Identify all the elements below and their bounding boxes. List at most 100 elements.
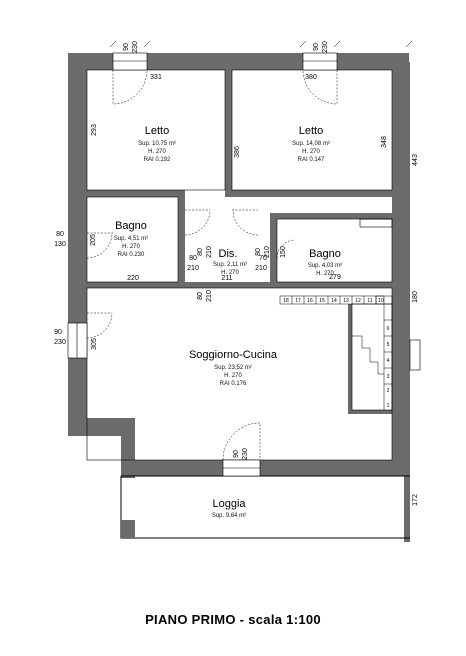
- stair-num: 16: [307, 298, 313, 304]
- wall-bagno1-right: [178, 190, 185, 282]
- dim-label: 70: [259, 255, 267, 262]
- wall-dis-right: [270, 213, 277, 283]
- dim-label: 210: [264, 246, 271, 258]
- stair-num: 13: [343, 298, 349, 304]
- room-rai: RAI 0.230: [118, 252, 145, 258]
- walls: [68, 53, 410, 542]
- stair-num: 17: [295, 298, 301, 304]
- wall-top-mid: [147, 53, 303, 70]
- dim-label: 210: [206, 290, 213, 302]
- wall-left-lower: [68, 358, 87, 424]
- stair-num: 4: [387, 358, 390, 364]
- dim-label: 230: [132, 41, 139, 53]
- dim-label: 90: [54, 329, 62, 336]
- wall-bagno1-bottom: [87, 282, 186, 288]
- dimension-ticks: [109, 40, 413, 48]
- wall-bedrooms-divider: [225, 70, 232, 192]
- room-name: Letto: [145, 125, 169, 137]
- dim-label: 305: [91, 338, 98, 350]
- room-area: Sup. 4,03 m²: [308, 263, 342, 269]
- stair-num: 1: [387, 403, 390, 409]
- room-bagno-2: Bagno Sup. 4,03 m² H. 270: [308, 248, 342, 277]
- dim-label: 180: [412, 291, 419, 303]
- dimensions: 90 230 90 230 331 380 293 386 348 443 80…: [54, 41, 419, 506]
- room-soggiorno-cucina: Soggiorno-Cucina Sup. 23,52 m² H. 270 RA…: [189, 349, 278, 387]
- wall-stair-left: [348, 304, 352, 414]
- stair-numbers-top: 18 17 16 15 14 13 12 11 10: [283, 298, 384, 304]
- dim-label: 80: [197, 248, 204, 256]
- wall-right-outer: [404, 62, 410, 542]
- room-letto-1: Letto Sup. 10,75 m² H. 270 RAI 0.192: [138, 125, 176, 163]
- dim-label: 90: [123, 43, 130, 51]
- room-dis: Dis. Sup. 2,11 m² H. 270: [213, 248, 247, 276]
- dim-label: 386: [234, 146, 241, 158]
- room-letto-2: Letto Sup. 14,08 m² H. 270 RAI 0.147: [292, 125, 330, 163]
- stair-num: 5: [387, 342, 390, 348]
- wall-under-bedroom-right: [225, 190, 392, 197]
- wall-stair-bottom: [348, 410, 392, 414]
- dim-label: 205: [90, 234, 97, 246]
- stair-num: 10: [378, 298, 384, 304]
- dim-label: 80: [255, 248, 262, 256]
- dim-label: 150: [280, 246, 287, 258]
- dim-label: 80: [189, 255, 197, 262]
- plan-caption: PIANO PRIMO - scala 1:100: [145, 612, 321, 627]
- stair-num: 15: [319, 298, 325, 304]
- loggia-outline: [120, 475, 410, 539]
- room-area: Sup. 14,08 m²: [292, 141, 330, 147]
- wall-step-left: [68, 418, 132, 436]
- dim-label: 230: [322, 41, 329, 53]
- room-name: Loggia: [212, 498, 246, 510]
- wall-dis-bottom: [186, 282, 270, 288]
- room-area: Sup. 4,51 m²: [114, 236, 148, 242]
- windows: [67, 52, 421, 477]
- wall-left-upper: [68, 53, 87, 323]
- room-bagno-1: Bagno Sup. 4,51 m² H. 270 RAI 0.230: [114, 220, 148, 258]
- wall-bagno2-top: [270, 213, 392, 219]
- room-name: Soggiorno-Cucina: [189, 349, 278, 361]
- wall-bagno2-bottom: [270, 282, 392, 288]
- dim-label: 130: [54, 241, 66, 248]
- wall-under-bedroom-left: [87, 190, 185, 197]
- room-height: H. 270: [221, 270, 239, 276]
- dim-label: 80: [56, 231, 64, 238]
- dim-label: 443: [412, 154, 419, 166]
- dim-label: 210: [187, 265, 199, 272]
- room-loggia: Loggia Sup. 9,64 m²: [212, 498, 247, 519]
- room-name: Bagno: [309, 248, 341, 260]
- dim-label: 230: [242, 448, 249, 460]
- stair-num: 11: [367, 298, 372, 304]
- stairs: [279, 295, 393, 410]
- dim-label: 90: [233, 450, 240, 458]
- room-name: Bagno: [115, 220, 147, 232]
- stair-num: 12: [355, 298, 361, 304]
- wall-top-right: [337, 53, 409, 70]
- dim-label: 230: [54, 339, 66, 346]
- room-area: Sup. 10,75 m²: [138, 141, 176, 147]
- dim-label: 331: [150, 74, 162, 81]
- stair-num: 3: [387, 374, 390, 380]
- stair-num: 18: [283, 298, 289, 304]
- dim-label: 293: [91, 124, 98, 136]
- dim-label: 210: [206, 246, 213, 258]
- room-height: H. 270: [148, 149, 166, 155]
- door-swings: [86, 69, 338, 461]
- room-rai: RAI 0.176: [220, 381, 247, 387]
- room-area: Sup. 23,52 m²: [214, 365, 252, 371]
- room-height: H. 270: [302, 149, 320, 155]
- dim-label: 380: [305, 74, 317, 81]
- dim-label: 210: [255, 265, 267, 272]
- room-area: Sup. 9,64 m²: [212, 513, 246, 519]
- room-name: Letto: [299, 125, 323, 137]
- loggia-pillar: [121, 520, 135, 538]
- inner-lines: [86, 69, 393, 461]
- stair-num: 6: [387, 326, 390, 332]
- dim-label: 211: [221, 275, 232, 282]
- dim-label: 220: [127, 275, 139, 282]
- stair-numbers-side: 1 2 3 4 5 6: [387, 326, 390, 409]
- room-height: H. 270: [122, 244, 140, 250]
- room-rai: RAI 0.147: [298, 157, 325, 163]
- wall-bottom-left: [121, 460, 223, 476]
- room-height: H. 270: [316, 271, 334, 277]
- dim-label: 90: [313, 43, 320, 51]
